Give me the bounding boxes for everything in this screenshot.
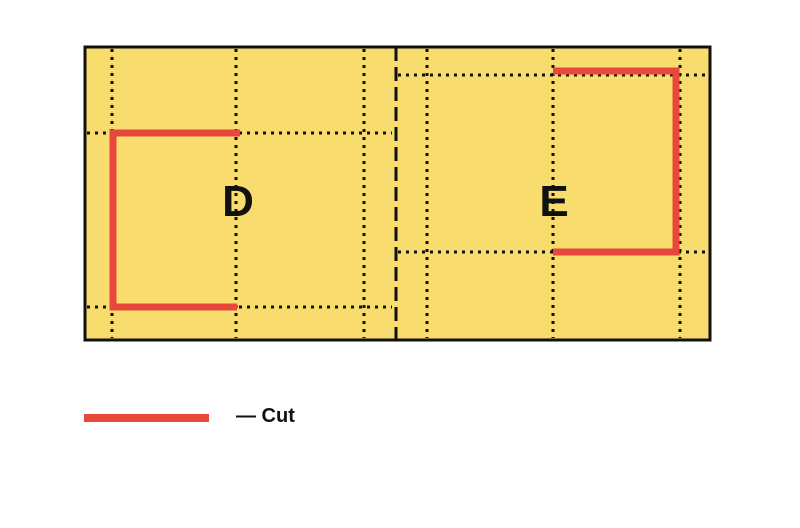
cut-line-e xyxy=(553,67,680,256)
panel-label-d: D xyxy=(222,177,254,226)
legend-cut-label: — Cut xyxy=(236,405,295,427)
cut-line-d xyxy=(109,129,240,311)
panel-label-e: E xyxy=(539,177,568,226)
